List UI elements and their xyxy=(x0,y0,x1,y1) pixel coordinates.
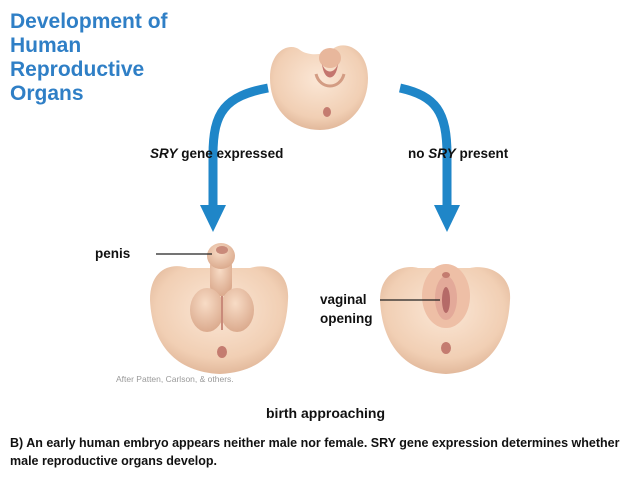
left-branch-arrow xyxy=(208,83,269,208)
embryo-undifferentiated xyxy=(270,45,368,131)
vaginal-opening-label-line1: vaginal xyxy=(320,292,367,307)
right-arrowhead xyxy=(434,205,460,232)
vaginal-opening-label-line2: opening xyxy=(320,311,373,326)
left-arrowhead xyxy=(200,205,226,232)
sry-expressed-label: SRY gene expressed xyxy=(150,146,284,161)
embryo-male xyxy=(150,243,289,374)
right-branch-arrow xyxy=(398,83,452,208)
embryo-female xyxy=(380,264,511,374)
figure-caption: B) An early human embryo appears neither… xyxy=(10,436,620,468)
penis-label: penis xyxy=(95,246,131,261)
no-sry-label: no SRY present xyxy=(408,146,509,161)
image-credit: After Patten, Carlson, & others. xyxy=(116,374,234,384)
diagram-title: Development of Human Reproductive Organs xyxy=(10,10,168,105)
stage-label: birth approaching xyxy=(266,405,385,421)
